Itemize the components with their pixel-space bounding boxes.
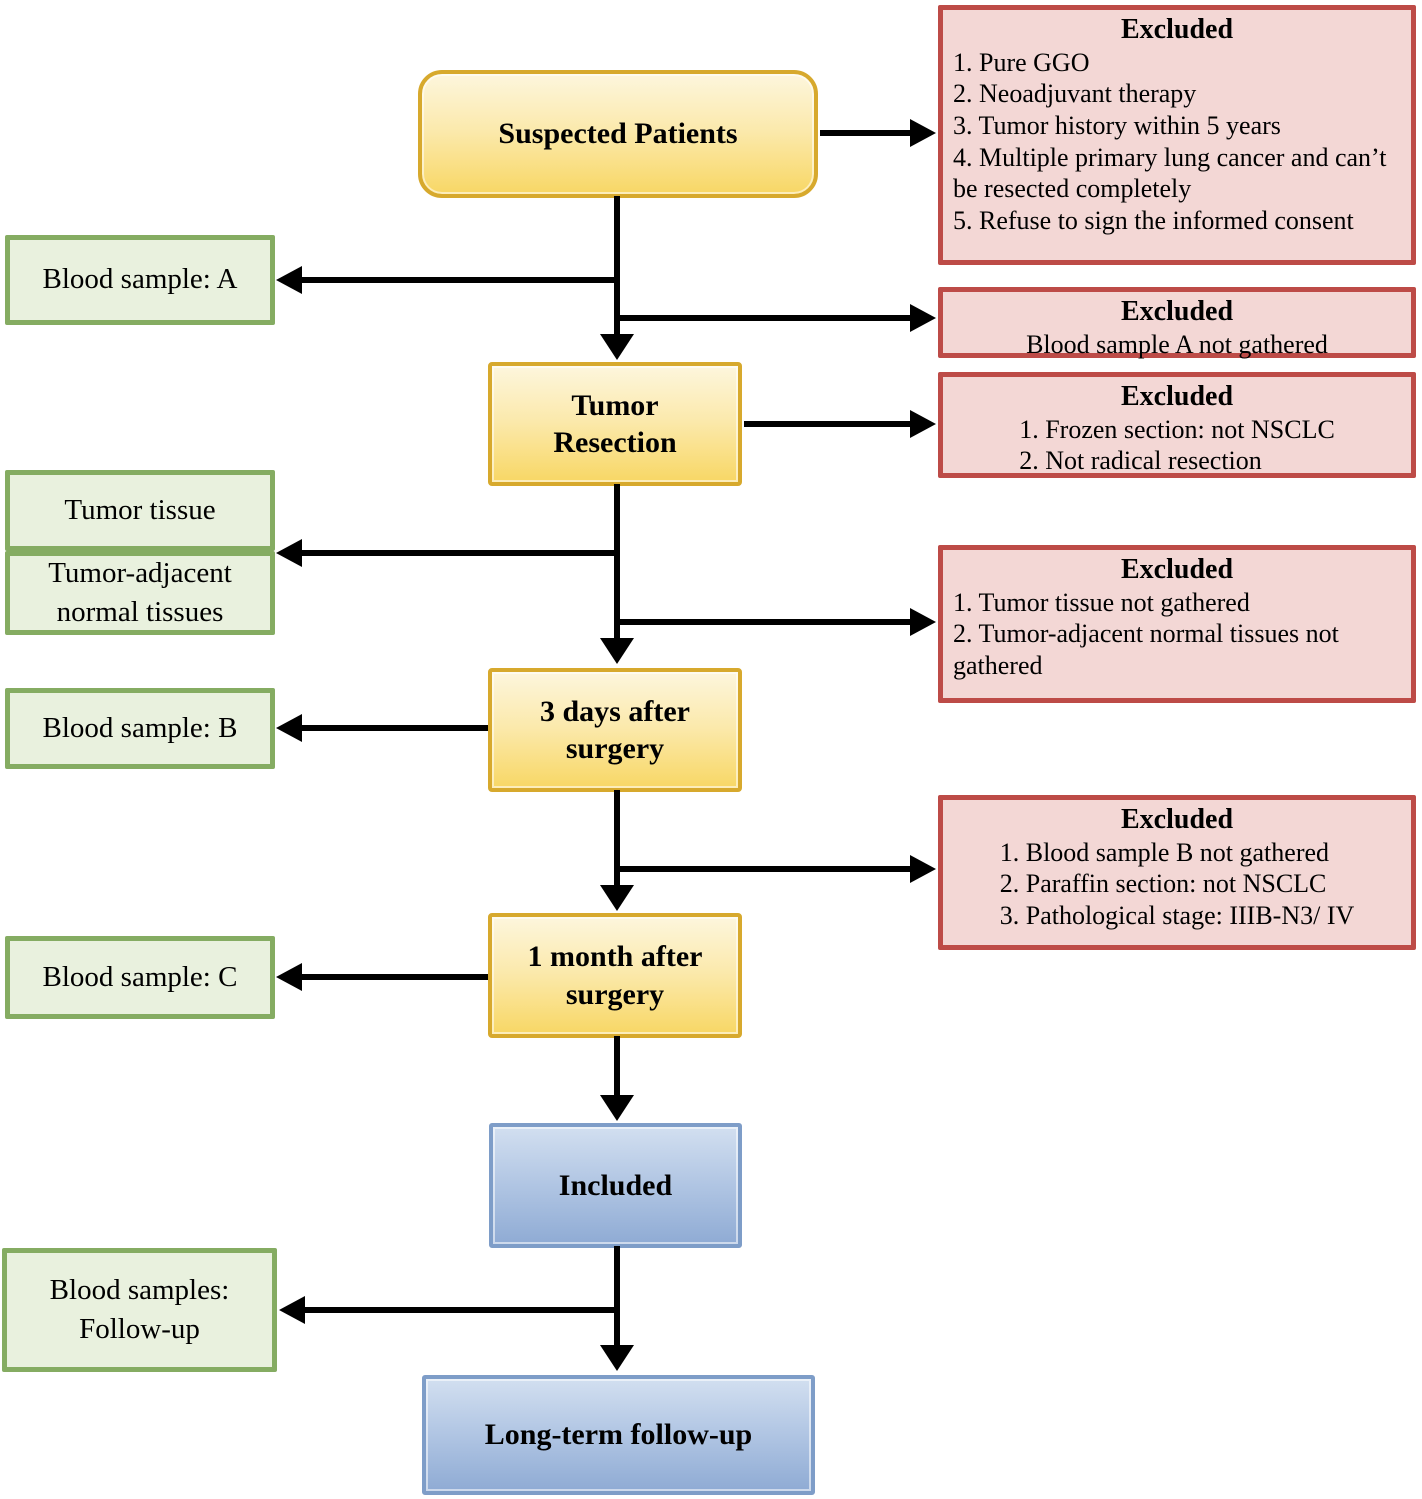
node-tumor-resection: Tumor Resection	[488, 362, 742, 486]
excluded-title: Excluded	[1120, 296, 1234, 327]
arrowhead-left-icon	[276, 714, 302, 742]
arrow-suspected-to-resection	[614, 196, 620, 338]
sample-label: Blood samples: Follow-up	[49, 1273, 230, 1345]
excluded-title: Excluded	[1120, 804, 1234, 835]
node-label: Long-term follow-up	[484, 1418, 753, 1452]
node-long-term-follow-up: Long-term follow-up	[422, 1375, 815, 1495]
arrow-resection-to-excluded3	[744, 421, 914, 427]
node-suspected-patients: Suspected Patients	[418, 70, 818, 198]
excluded-item: 1. Blood sample B not gathered	[999, 837, 1330, 867]
excluded-title: Excluded	[1120, 14, 1234, 45]
sample-label: Tumor-adjacent normal tissues	[48, 556, 232, 628]
excluded-item: 2. Not radical resection	[1019, 446, 1262, 476]
excluded-title: Excluded	[1120, 381, 1234, 412]
arrowhead-down-icon	[600, 885, 634, 911]
sample-label: Blood sample: C	[42, 960, 238, 993]
arrowhead-right-icon	[910, 855, 936, 883]
sample-label: Tumor tissue	[64, 493, 216, 526]
arrow-1month-to-blood-c	[293, 974, 488, 980]
arrow-suspected-to-excluded1	[820, 130, 914, 136]
excluded-title: Excluded	[1120, 554, 1234, 585]
arrowhead-right-icon	[910, 608, 936, 636]
sample-box-blood-a: Blood sample: A	[5, 235, 275, 325]
node-label: 3 days after surgery	[540, 694, 690, 766]
excluded-item: 1. Pure GGO	[953, 47, 1090, 77]
arrowhead-left-icon	[279, 1296, 305, 1324]
arrow-resection-to-3days	[614, 484, 620, 638]
arrowhead-down-icon	[600, 1345, 634, 1371]
arrowhead-left-icon	[276, 539, 302, 567]
arrow-3days-to-1month	[614, 790, 620, 886]
arrow-branch-to-excluded5	[620, 866, 914, 872]
sample-box-blood-b: Blood sample: B	[5, 688, 275, 769]
arrowhead-down-icon	[600, 1095, 634, 1121]
excluded-item: 4. Multiple primary lung cancer and can’…	[953, 142, 1387, 204]
excluded-item: 5. Refuse to sign the informed consent	[953, 206, 1354, 236]
arrow-branch-to-blood-followup	[300, 1307, 620, 1313]
excluded-item: 3. Pathological stage: IIIB-N3/ IV	[999, 901, 1355, 931]
node-label: Included	[558, 1168, 673, 1202]
sample-box-blood-c: Blood sample: C	[5, 936, 275, 1019]
arrow-included-to-longterm	[614, 1246, 620, 1346]
excluded-item: 2. Tumor-adjacent normal tissues not gat…	[953, 619, 1339, 681]
node-3-days-after-surgery: 3 days after surgery	[488, 668, 742, 792]
arrowhead-left-icon	[276, 266, 302, 294]
node-label: 1 month after surgery	[527, 940, 703, 1011]
sample-box-tumor-adjacent: Tumor-adjacent normal tissues	[5, 551, 275, 635]
arrow-branch-to-excluded4	[620, 619, 914, 625]
sample-label: Blood sample: A	[42, 263, 238, 296]
arrowhead-left-icon	[276, 963, 302, 991]
arrow-branch-to-blood-a	[293, 277, 620, 283]
node-label: Tumor Resection	[553, 388, 677, 460]
arrow-1month-to-included	[614, 1036, 620, 1096]
sample-label: Blood sample: B	[42, 711, 238, 744]
excluded-items: Blood sample A not gathered	[1026, 329, 1328, 361]
node-label: Suspected Patients	[498, 117, 738, 151]
arrowhead-right-icon	[910, 304, 936, 332]
node-included: Included	[489, 1123, 742, 1248]
arrowhead-right-icon	[910, 119, 936, 147]
excluded-item: 3. Tumor history within 5 years	[953, 111, 1281, 141]
excluded-item: 1. Tumor tissue not gathered	[953, 587, 1250, 617]
sample-box-blood-followup: Blood samples: Follow-up	[2, 1248, 277, 1372]
excluded-item: Blood sample A not gathered	[1026, 329, 1328, 359]
excluded-item: 1. Frozen section: not NSCLC	[1019, 414, 1335, 444]
excluded-item: 2. Neoadjuvant therapy	[953, 79, 1197, 109]
arrowhead-down-icon	[600, 334, 634, 360]
excluded-item: 2. Paraffin section: not NSCLC	[999, 869, 1327, 899]
arrowhead-down-icon	[600, 638, 634, 664]
arrow-branch-to-tissues	[293, 550, 620, 556]
arrowhead-right-icon	[910, 410, 936, 438]
sample-box-tumor-tissue: Tumor tissue	[5, 470, 275, 551]
node-1-month-after-surgery: 1 month after surgery	[488, 913, 742, 1038]
arrow-3days-to-blood-b	[293, 725, 488, 731]
excluded-box-2: Excluded Blood sample A not gathered	[938, 287, 1416, 361]
arrow-branch-to-excluded2	[620, 315, 914, 321]
